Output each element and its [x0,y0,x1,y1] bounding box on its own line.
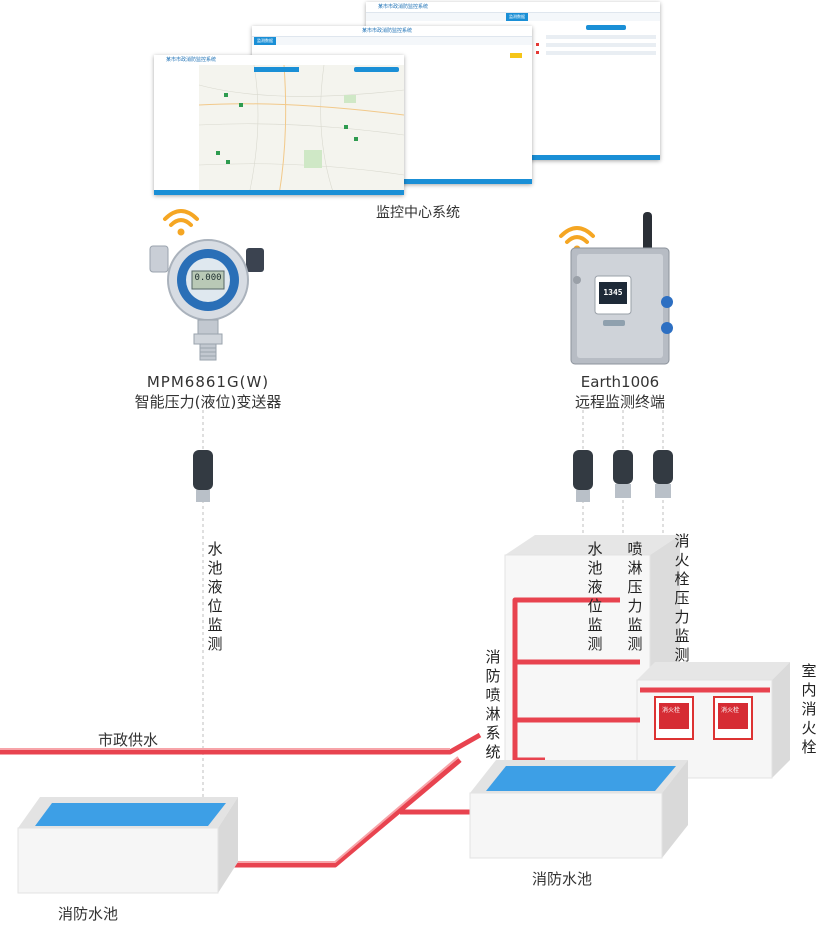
terminal-illustration [570,212,673,365]
monitor-map [154,65,404,195]
sprinkler-system-label: 消防喷淋系统 [485,648,501,761]
fire-pipes-highlight [0,748,459,863]
monitor-back-table [536,25,656,55]
left-pool-label: 消防水池 [58,905,119,923]
remote-terminal: 1345 [565,210,685,370]
pressure-sensor-hydrant [653,450,673,498]
level-sensor-right [573,450,593,502]
pressure-transmitter: 0.000 [148,238,268,368]
wifi-icon [163,209,199,236]
monitor-screen-map: 某市市政消防监控系统 [154,55,404,195]
nav-item-active: 监测数据 [254,37,276,45]
terminal-model: Earth1006 [580,373,660,391]
right-pool-label: 消防水池 [532,870,593,888]
level-sensor-left [193,450,213,502]
monitor-screen-table-title: 某市市政消防监控系统 [252,26,532,37]
hydrant-pressure-label: 消火栓压力监测 [674,532,690,664]
transmitter-display: 0.000 [194,273,222,283]
pressure-sensor-sprinkler [613,450,633,498]
monitor-screen-back-title: 某市市政消防监控系统 [366,2,660,13]
monitor-screen-back-nav: 监测数据 [366,13,660,21]
hydrant-box-label: 消火栓 [721,707,740,714]
terminal-display: 1345 [603,288,623,297]
hydrant-box-label: 消火栓 [662,707,681,714]
transmitter-model: MPM6861G(W) [146,373,270,391]
right-fire-pool [469,760,688,859]
indoor-hydrant-label: 室内消火栓 [801,662,817,756]
left-sensor-label: 水池液位监测 [207,540,223,653]
transmitter-illustration [149,239,264,361]
transmitter-name: 智能压力(液位)变送器 [134,393,282,411]
right-level-sensor-label: 水池液位监测 [587,540,603,653]
municipal-water-label: 市政供水 [98,731,159,749]
monitor-center-label: 监控中心系统 [376,205,460,221]
monitoring-center-screens: 某市市政消防监控系统 监测数据 某市市政消防监控系统 监测数据 某市 [150,0,660,221]
indoor-hydrant-building [636,662,790,779]
monitor-screen-table-nav: 监测数据 [252,37,532,45]
nav-item-active: 监测数据 [506,13,528,21]
left-fire-pool [17,797,238,894]
terminal-name: 远程监测终端 [574,393,665,411]
sprinkler-pressure-label: 喷淋压力监测 [627,540,643,653]
